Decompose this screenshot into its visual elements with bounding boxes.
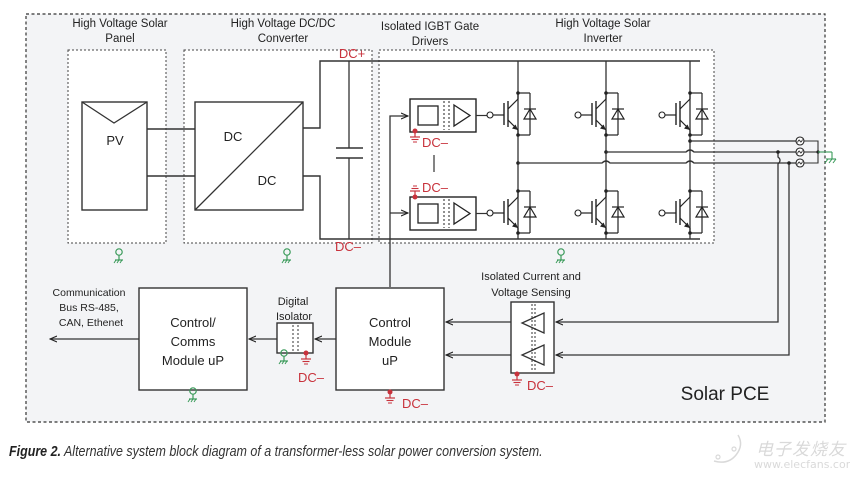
pv-panel-block: PV (81, 101, 148, 211)
dc-minus-label: DC– (335, 239, 362, 254)
gate-drivers-title-2: Drivers (412, 36, 449, 48)
gate-driver-low (409, 196, 477, 231)
comms-module-line2: Comms (171, 334, 216, 349)
gate-driver-high (409, 98, 477, 133)
sensing-title-1: Isolated Current and (481, 271, 581, 283)
gate-driver-high-dc-minus-label: DC– (422, 135, 449, 150)
current-sense-wire (556, 152, 781, 322)
dcdc-block: DC DC (194, 101, 304, 211)
solar-panel-title-1: High Voltage Solar (72, 18, 167, 30)
gate-drivers-title-1: Isolated IGBT Gate (381, 21, 479, 33)
control-module-line1: Control (369, 315, 411, 330)
dc-plus-label: DC+ (339, 46, 365, 61)
digital-isolator-title-2: Isolator (276, 311, 312, 323)
control-module-line2: Module (369, 334, 412, 349)
dc-link-capacitor (336, 61, 363, 239)
control-module-block: Control Module uP (335, 287, 445, 391)
voltage-sense-wire (556, 163, 790, 355)
digital-isolator-block (276, 322, 314, 354)
watermark-brand: 电子发烧友 (756, 440, 846, 460)
sensing-dc-minus-label: DC– (527, 378, 554, 393)
dc-minus-bus (303, 175, 700, 240)
comm-bus-line2: Bus RS-485, (59, 302, 119, 314)
inverter-title-1: High Voltage Solar (555, 18, 650, 30)
control-comms-module-block: Control/ Comms Module uP (138, 287, 248, 391)
control-module-dc-minus-label: DC– (402, 396, 429, 411)
dc-input-label: DC (224, 129, 243, 144)
watermark: 电子发烧友 www.elecfans.com (708, 431, 850, 475)
inverter-bridge (486, 61, 800, 239)
comm-bus-line3: CAN, Ethenet (59, 317, 123, 329)
ac-output-terminal-1 (795, 136, 805, 146)
inverter-title-2: Inverter (584, 33, 623, 45)
pv-label: PV (106, 133, 124, 148)
control-module-line3: uP (382, 353, 398, 368)
comm-bus-line1: Communication (53, 287, 126, 299)
dc-plus-bus (303, 60, 700, 129)
isolator-dc-minus-label: DC– (298, 370, 325, 385)
figure-caption: Figure 2. Alternative system block diagr… (9, 444, 543, 460)
watermark-url: www.elecfans.com (754, 458, 850, 471)
figure-caption-text: Alternative system block diagram of a tr… (60, 444, 543, 460)
dcdc-title-1: High Voltage DC/DC (231, 18, 336, 30)
comms-module-line3: Module uP (162, 353, 224, 368)
isolated-sensing-block (510, 301, 555, 374)
gate-signal-high (389, 116, 408, 287)
dcdc-title-2: Converter (258, 33, 309, 45)
ac-output-terminal-2 (795, 147, 805, 157)
figure-number: Figure 2. (9, 444, 61, 460)
comms-module-line1: Control/ (170, 315, 216, 330)
solar-panel-title-2: Panel (105, 33, 134, 45)
watermark-logo-icon (713, 434, 742, 463)
gate-driver-low-dc-minus-label: DC– (422, 180, 449, 195)
sensing-title-2: Voltage Sensing (491, 287, 571, 299)
dc-output-label: DC (258, 173, 277, 188)
digital-isolator-title-1: Digital (278, 296, 309, 308)
solar-pce-label: Solar PCE (681, 384, 770, 405)
earth-ground-icon (818, 151, 837, 164)
ac-output-terminal-3 (795, 158, 805, 168)
